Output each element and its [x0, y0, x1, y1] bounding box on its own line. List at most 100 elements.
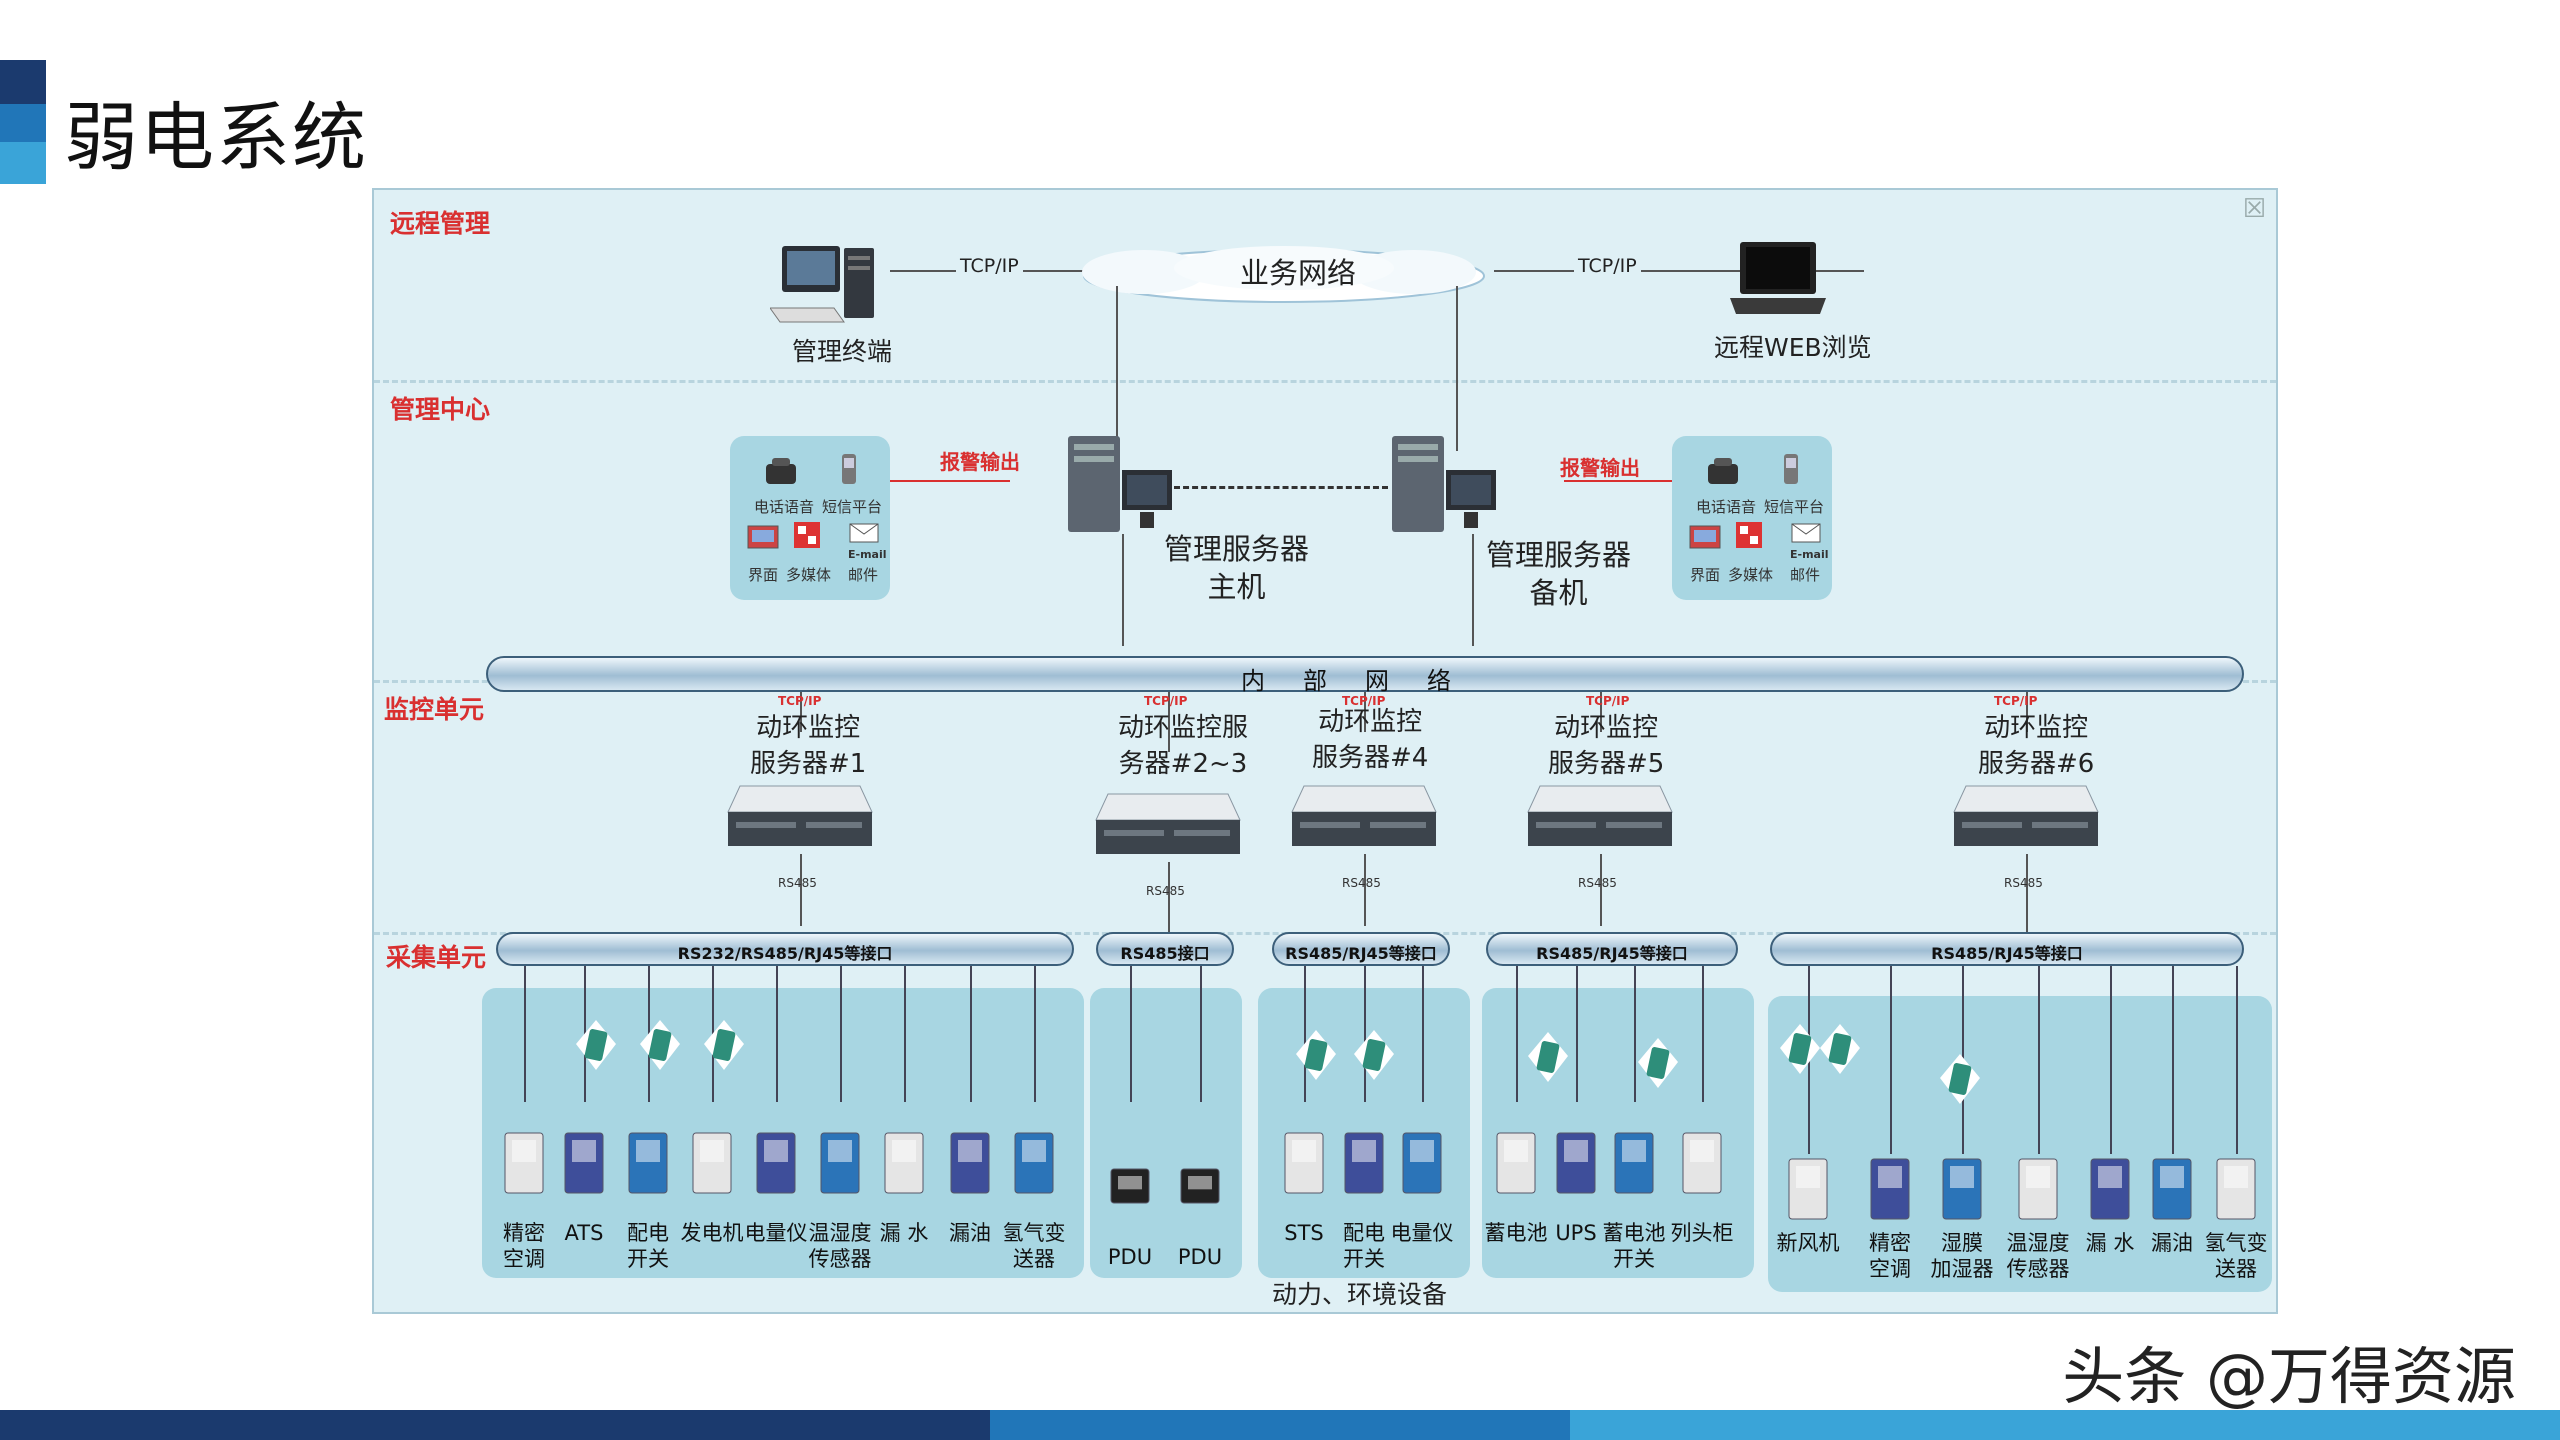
device-link: [2236, 966, 2238, 1154]
notify-mail-label: 邮件: [848, 566, 879, 584]
email-icon: [1791, 523, 1821, 543]
server-tcp-label: TCP/IP: [1586, 694, 1630, 708]
device-label-line1: 漏油: [949, 1221, 991, 1245]
device-label: 漏油: [934, 1220, 1006, 1246]
device-label-line1: 精密: [1869, 1231, 1911, 1255]
device-icon: [950, 1132, 990, 1194]
link-cloud-main: [1116, 286, 1118, 451]
device-label-line1: ATS: [564, 1221, 604, 1245]
server-backup-line1: 管理服务器: [1486, 538, 1632, 572]
device-icon: [1942, 1158, 1982, 1220]
device-icon: [628, 1132, 668, 1194]
device-icon: [1344, 1132, 1384, 1194]
device-link: [1304, 966, 1306, 1102]
server-tcp-label: TCP/IP: [1144, 694, 1188, 708]
tcp-label-left: TCP/IP: [956, 252, 1023, 280]
link-lan-to-server: [800, 692, 802, 732]
sensor-module-icon: [640, 1020, 680, 1070]
link-lan-to-server: [1600, 692, 1602, 732]
interface-bus-pipe: RS485接口: [1096, 932, 1234, 966]
device-label-line1: 漏油: [2151, 1231, 2193, 1255]
device-link: [904, 966, 906, 1102]
device-icon: [1614, 1132, 1654, 1194]
notify-sms-label: 短信平台: [1764, 498, 1825, 516]
link-server-to-bus: [1168, 862, 1170, 934]
server-backup-label: 管理服务器备机: [1486, 536, 1631, 612]
device-link: [970, 966, 972, 1102]
close-icon[interactable]: ☒: [2242, 194, 2266, 224]
terminal-label: 管理终端: [792, 337, 893, 366]
device-icon: [820, 1132, 860, 1194]
monitor-server-line2: 服务器#6: [1978, 749, 2095, 779]
device-label: 配电开关: [1328, 1220, 1400, 1272]
device-label-line1: PDU: [1177, 1245, 1223, 1269]
interface-bus-label: RS485接口: [1120, 944, 1210, 963]
device-label-line1: 电量仪: [744, 1221, 808, 1245]
interface-bus-pipe: RS485/RJ45等接口: [1486, 932, 1738, 966]
device-link: [1634, 966, 1636, 1102]
sensor-module-icon: [1296, 1030, 1336, 1080]
device-link: [1576, 966, 1578, 1102]
link-server-to-bus: [1600, 854, 1602, 926]
bottom-bar-light: [1570, 1410, 2560, 1440]
monitor-server-line2: 服务器#4: [1312, 743, 1429, 773]
device-label: 温湿度传感器: [2002, 1230, 2074, 1282]
link-backup-to-lan: [1472, 534, 1474, 646]
device-label-line1: 精密: [503, 1221, 545, 1245]
monitor-server-line2: 服务器#5: [1548, 749, 1665, 779]
device-link: [776, 966, 778, 1102]
device-link: [1200, 966, 1202, 1102]
notify-sms-label: 短信平台: [822, 498, 883, 516]
band-separator: [374, 380, 2276, 383]
rack-server-icon: [727, 785, 873, 846]
sensor-module-icon: [1820, 1024, 1860, 1074]
sms-phone-icon: [842, 454, 856, 484]
device-label-line2: 传感器: [2006, 1257, 2070, 1281]
device-label: UPS: [1540, 1220, 1612, 1246]
device-icon: [1014, 1132, 1054, 1194]
server-tcp-label: TCP/IP: [1994, 694, 2038, 708]
device-label: STS: [1268, 1220, 1340, 1246]
alarm-output-box-right: [1672, 436, 1832, 600]
device-label-line1: 蓄电池: [1484, 1221, 1548, 1245]
device-icon: [504, 1132, 544, 1194]
device-label-line1: 蓄电池: [1602, 1221, 1666, 1245]
device-icon: [2090, 1158, 2130, 1220]
device-link: [524, 966, 526, 1102]
device-label-line2: 开关: [1343, 1247, 1385, 1271]
device-icon: [1110, 1168, 1150, 1204]
device-icon: [2018, 1158, 2058, 1220]
device-label-line1: 新风机: [1776, 1231, 1840, 1255]
device-icon: [692, 1132, 732, 1194]
devices-footer-label: 动力、环境设备: [1272, 1280, 1448, 1309]
corner-accent-dark: [0, 60, 46, 104]
multimedia-icon: [794, 522, 820, 548]
sensor-module-icon: [1638, 1038, 1678, 1088]
rack-server-icon: [1291, 785, 1437, 846]
device-label-line1: 温湿度: [2006, 1231, 2070, 1255]
device-label: 发电机: [676, 1220, 748, 1246]
internal-network-label: 内部网络: [1241, 667, 1489, 695]
device-icon: [1788, 1158, 1828, 1220]
monitor-server-line2: 务器#2~3: [1118, 749, 1248, 779]
device-icon: [884, 1132, 924, 1194]
device-panel: [1090, 988, 1242, 1278]
interface-bus-label: RS232/RS485/RJ45等接口: [677, 944, 893, 963]
device-link: [2172, 966, 2174, 1154]
device-link: [1422, 966, 1424, 1102]
sensor-module-icon: [704, 1020, 744, 1070]
monitor-server-line1: 动环监控: [1554, 713, 1659, 743]
server-link-dashed: [1174, 486, 1388, 489]
device-label-line1: 列头柜: [1670, 1221, 1734, 1245]
device-link: [2110, 966, 2112, 1154]
management-server-main-icon: [1068, 436, 1172, 532]
device-label: 电量仪: [1386, 1220, 1458, 1246]
monitor-server-label: 动环监控服务器#4: [1312, 704, 1428, 776]
architecture-diagram: ☒ 远程管理 管理中心 监控单元 采集单元 管理终端 TCP/IP TCP/IP…: [372, 188, 2278, 1314]
device-label: 氢气变送器: [998, 1220, 1070, 1272]
device-icon: [1402, 1132, 1442, 1194]
interface-bus-label: RS485/RJ45等接口: [1536, 944, 1688, 963]
notify-ui-label: 界面: [1690, 566, 1721, 584]
device-label: 温湿度传感器: [804, 1220, 876, 1272]
device-label-line2: 送器: [2215, 1257, 2257, 1281]
